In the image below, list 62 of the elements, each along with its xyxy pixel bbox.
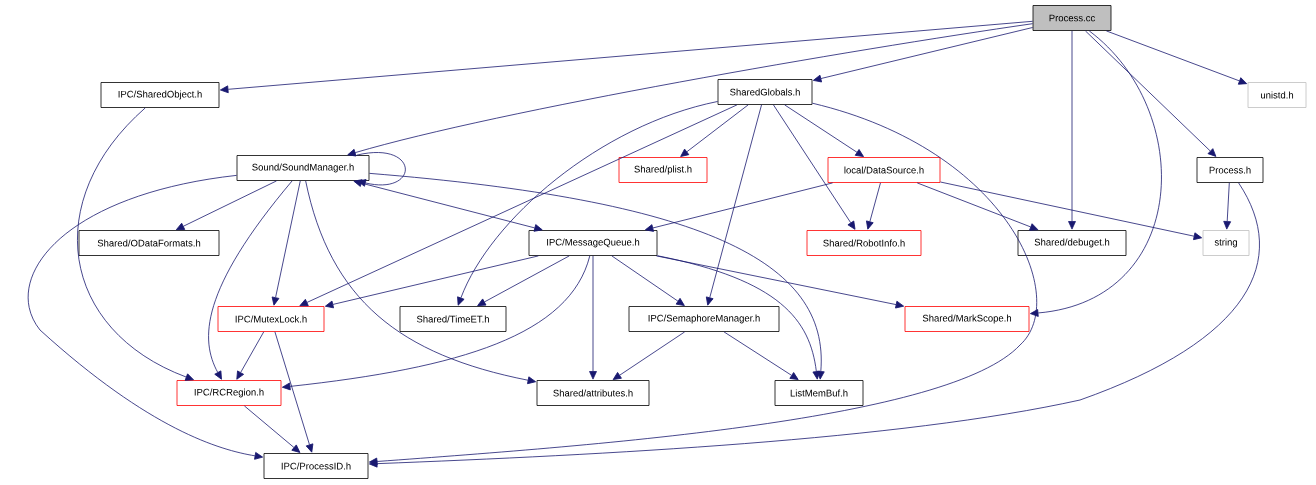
- arrow: [656, 255, 905, 309]
- arrow: [1068, 30, 1076, 230]
- arrow: [236, 331, 265, 380]
- arrow: [324, 255, 539, 309]
- arrow: [244, 405, 301, 453]
- arrow: [282, 255, 591, 391]
- arrow: [175, 180, 277, 231]
- file-box: Process.cc: [1032, 5, 1112, 31]
- arrow: [271, 180, 301, 306]
- file-box: Shared/RobotInfo.h: [806, 230, 922, 256]
- arrow: [369, 182, 1260, 468]
- arrow: [784, 104, 864, 157]
- arrow: [356, 152, 406, 187]
- arrow: [353, 179, 543, 232]
- file-box: Shared/attributes.h: [536, 380, 650, 406]
- file-box: Shared/plist.h: [618, 157, 708, 183]
- file-box: Shared/debuget.h: [1017, 230, 1127, 256]
- file-box: IPC/SemaphoreManager.h: [628, 306, 780, 332]
- file-box: unistd.h: [1247, 82, 1307, 108]
- arrow: [657, 255, 821, 380]
- arrow: [612, 331, 686, 380]
- file-box: local/DataSource.h: [827, 157, 941, 183]
- file-box: Sound/SoundManager.h: [236, 155, 370, 181]
- arrow: [299, 104, 738, 307]
- arrow: [723, 331, 799, 380]
- arrow: [347, 23, 1033, 157]
- arrow: [611, 255, 685, 306]
- arrow: [866, 182, 881, 230]
- arrow: [208, 180, 293, 380]
- file-box: Shared/MarkScope.h: [904, 306, 1030, 332]
- file-box: Process.h: [1196, 157, 1264, 183]
- file-box: ListMemBuf.h: [774, 380, 864, 406]
- arrow: [1085, 30, 1217, 157]
- file-box: IPC/SharedObject.h: [100, 82, 220, 108]
- arrow: [77, 107, 194, 381]
- file-box: string: [1202, 230, 1250, 256]
- arrow: [705, 104, 762, 306]
- arrow: [589, 255, 597, 380]
- arrow: [773, 104, 856, 230]
- arrow: [1105, 30, 1248, 85]
- file-box: Shared/ODataFormats.h: [78, 230, 220, 256]
- file-box: IPC/MessageQueue.h: [528, 230, 658, 256]
- arrow: [369, 172, 825, 380]
- arrow: [220, 20, 1033, 94]
- file-box: IPC/ProcessID.h: [263, 453, 369, 479]
- file-box: Shared/TimeET.h: [399, 306, 507, 332]
- file-box: SharedGlobals.h: [717, 79, 813, 105]
- arrow: [305, 180, 537, 385]
- arrow: [274, 331, 314, 453]
- arrow: [940, 181, 1203, 241]
- file-box: IPC/MutexLock.h: [217, 306, 325, 332]
- file-box: IPC/RCRegion.h: [176, 380, 282, 406]
- arrow: [457, 101, 718, 306]
- arrow: [812, 27, 1033, 83]
- arrow: [916, 182, 1039, 231]
- arrow: [477, 255, 570, 307]
- arrow: [644, 182, 833, 232]
- arrow: [369, 102, 1037, 466]
- arrow: [680, 104, 749, 157]
- arrow: [28, 174, 264, 460]
- arrow: [1223, 182, 1232, 230]
- arrow: [1030, 30, 1162, 317]
